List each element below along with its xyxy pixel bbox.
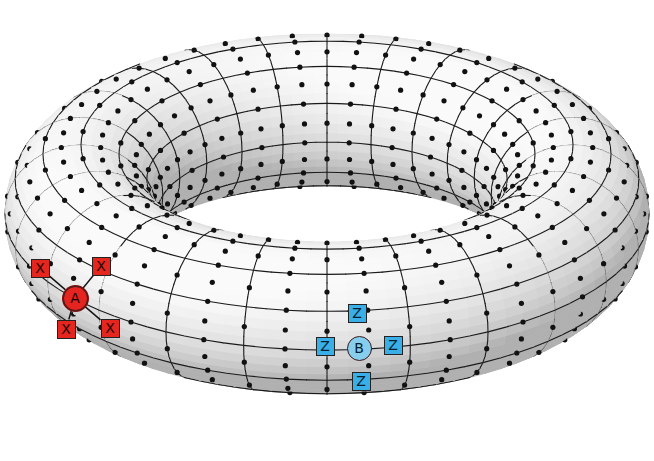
- z-operator: Z: [384, 336, 403, 355]
- lattice-edge: [50, 276, 66, 290]
- lattice-edge: [85, 306, 101, 320]
- operator-label: X: [61, 322, 71, 336]
- x-operator: X: [57, 320, 76, 339]
- lattice-edge: [83, 276, 93, 289]
- plaquette-circle: B: [347, 336, 372, 361]
- operator-label: Z: [388, 338, 398, 352]
- vertex-circle: A: [63, 286, 88, 311]
- z-operator: Z: [348, 304, 367, 323]
- node-label: A: [70, 291, 80, 305]
- operator-label: Z: [352, 306, 362, 320]
- operator-label: X: [96, 259, 106, 273]
- x-operator: X: [101, 319, 120, 338]
- lattice-edge: [69, 310, 72, 320]
- x-operator: X: [92, 257, 111, 276]
- x-operator: X: [31, 259, 50, 278]
- z-operator: Z: [352, 372, 371, 391]
- z-operator: Z: [316, 337, 335, 356]
- operator-label: X: [105, 321, 115, 335]
- node-label: B: [354, 341, 364, 355]
- operator-label: Z: [320, 339, 330, 353]
- operator-label: X: [35, 261, 45, 275]
- operator-label: Z: [356, 374, 366, 388]
